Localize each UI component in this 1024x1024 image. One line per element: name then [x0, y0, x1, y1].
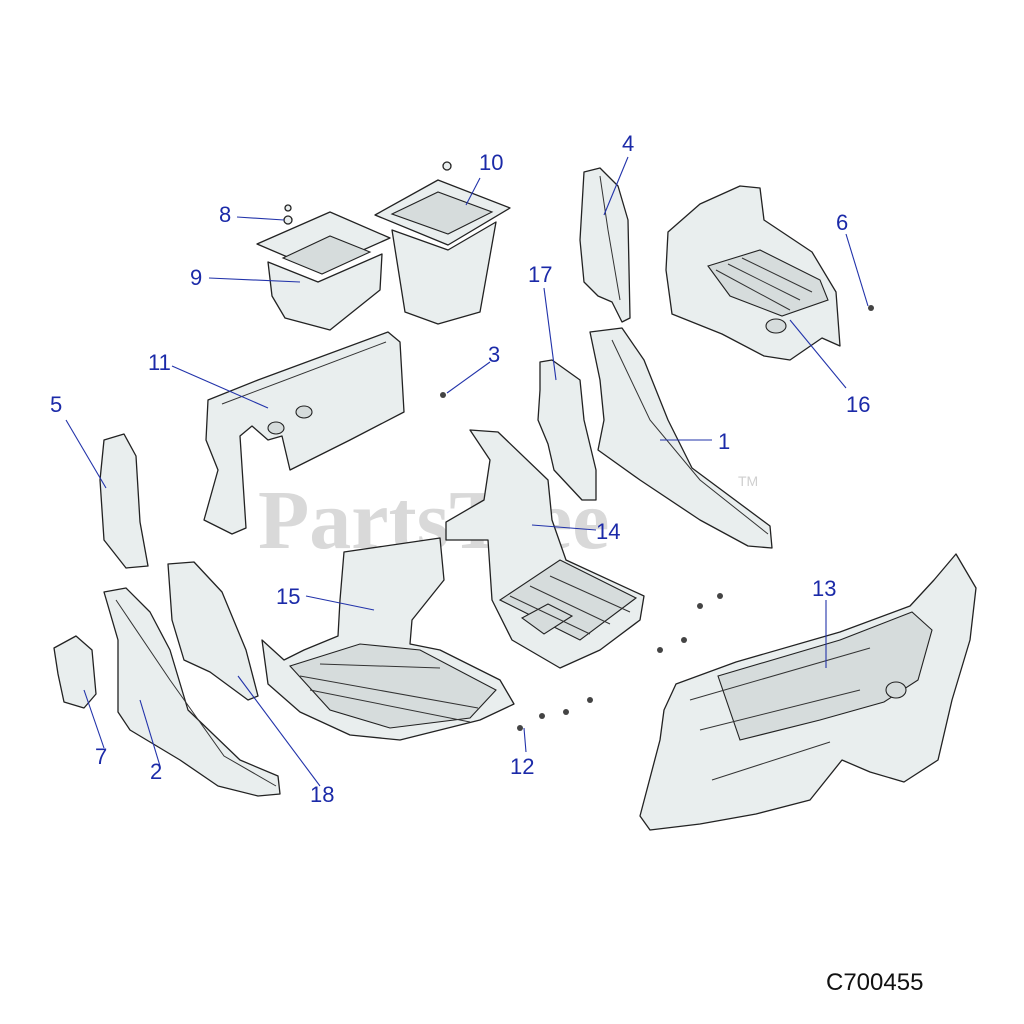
part-11-console-cover[interactable]	[203, 331, 405, 535]
callout-4[interactable]: 4	[622, 131, 634, 156]
callout-14[interactable]: 14	[596, 519, 620, 544]
callout-15[interactable]: 15	[276, 584, 300, 609]
part-18-inner-trim[interactable]	[167, 561, 259, 701]
callout-11[interactable]: 11	[148, 350, 171, 375]
part-7-pad[interactable]	[53, 635, 97, 709]
callout-6[interactable]: 6	[836, 210, 848, 235]
part-9-tray[interactable]	[256, 211, 391, 331]
callout-8[interactable]: 8	[219, 202, 231, 227]
callout-5[interactable]: 5	[50, 392, 62, 417]
callout-7[interactable]: 7	[95, 744, 107, 769]
callout-12[interactable]: 12	[510, 754, 534, 779]
callout-13[interactable]: 13	[812, 576, 836, 601]
callout-10[interactable]: 10	[479, 150, 503, 175]
part-16-console[interactable]	[665, 185, 841, 361]
part-2-left-sill[interactable]	[103, 587, 281, 797]
part-17-pillar-trim[interactable]	[537, 359, 597, 501]
part-3-fastener[interactable]	[440, 392, 446, 398]
part-8-clip[interactable]	[283, 204, 293, 225]
part-1-sill-panel[interactable]	[589, 327, 773, 549]
part-13-bulkhead[interactable]	[639, 553, 977, 831]
part-12-fasteners[interactable]	[517, 593, 723, 731]
callout-1[interactable]: 1	[718, 429, 730, 454]
callout-9[interactable]: 9	[190, 265, 202, 290]
callout-16[interactable]: 16	[846, 392, 870, 417]
diagram-code: C700455	[826, 969, 923, 996]
callout-18[interactable]: 18	[310, 782, 334, 807]
callout-2[interactable]: 2	[150, 759, 162, 784]
part-10-bin[interactable]	[374, 161, 511, 325]
part-4-trim-panel[interactable]	[579, 167, 631, 323]
part-15-front-floor[interactable]	[261, 537, 515, 741]
watermark-tm: TM	[738, 473, 758, 489]
part-6-fastener[interactable]	[868, 305, 874, 311]
part-5-side-trim[interactable]	[99, 433, 149, 569]
callout-numbers: 1 2 3 4 5 6 7 8 9 10 11 12 13 14 15 16 1…	[50, 131, 870, 807]
callout-3[interactable]: 3	[488, 342, 500, 367]
part-14-rear-floor[interactable]	[445, 429, 645, 669]
callout-17[interactable]: 17	[528, 262, 552, 287]
leader-lines	[65, 156, 869, 787]
